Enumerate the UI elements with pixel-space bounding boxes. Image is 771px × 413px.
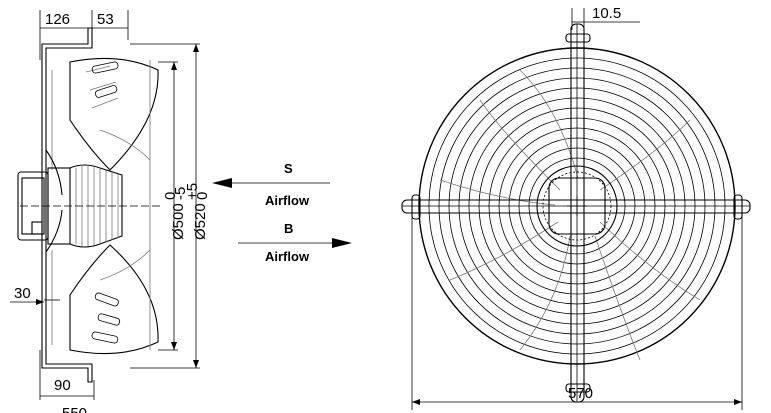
airflow-b-label: B — [284, 221, 293, 236]
dim-30: 30 — [14, 285, 31, 302]
side-view: 126 53 — [10, 10, 211, 413]
dim-10-5: 10.5 — [592, 5, 621, 22]
dim-570: 570 — [568, 385, 593, 402]
arrow-left-icon — [212, 178, 232, 188]
airflow-legend: S Airflow B Airflow — [212, 161, 352, 264]
airflow-s-text: Airflow — [265, 193, 310, 208]
dim-126: 126 — [45, 11, 70, 28]
arrow-right-icon — [332, 238, 352, 248]
dim-inner-tol-upper: 0 — [162, 192, 179, 200]
dim-outer-diameter: Ø520 — [192, 203, 209, 240]
dim-inner-tol-lower: -5 — [172, 187, 189, 200]
airflow-b-text: Airflow — [265, 249, 310, 264]
dim-550-partial: 550 — [62, 405, 87, 413]
dim-53: 53 — [97, 11, 114, 28]
airflow-s-label: S — [284, 161, 293, 176]
dim-outer-tol-upper: +5 — [184, 183, 201, 200]
front-view: 10.5 570 — [401, 5, 751, 410]
dim-90: 90 — [54, 377, 71, 394]
dim-outer-tol-lower: 0 — [194, 192, 211, 200]
dim-inner-diameter: Ø500 — [170, 203, 187, 240]
